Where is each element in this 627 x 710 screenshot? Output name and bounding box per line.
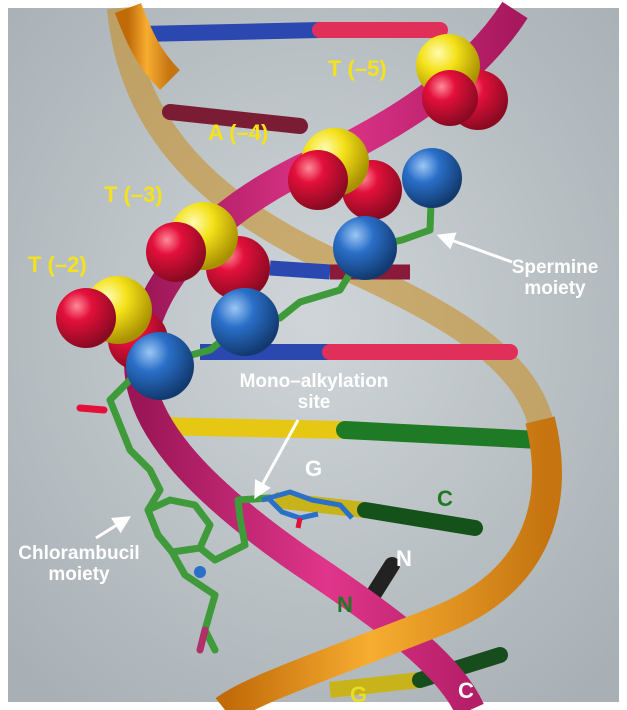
base-letter-g-bottom: G: [350, 684, 367, 706]
spermine-label: Spermine moiety: [505, 258, 605, 298]
base-letter-c-bottom: C: [458, 680, 474, 702]
base-letter-n-right: N: [396, 548, 412, 570]
mono-alkylation-label: Mono–alkylation site: [228, 372, 400, 412]
chlorambucil-nitrogen: [194, 566, 206, 578]
mono-alkylation-label-line2: site: [228, 393, 400, 412]
label-a-minus-4: A (–4): [208, 122, 268, 144]
chlorambucil-label: Chlorambucil moiety: [14, 544, 144, 584]
mono-alkylation-label-line1: Mono–alkylation: [228, 372, 400, 391]
label-t-minus-5: T (–5): [328, 58, 387, 80]
base-letter-n-left: N: [337, 594, 353, 616]
chlorambucil-label-line1: Chlorambucil: [14, 544, 144, 563]
chlorambucil-label-line2: moiety: [14, 565, 144, 584]
label-t-minus-3: T (–3): [104, 184, 163, 206]
base-letter-g-top: G: [305, 458, 322, 480]
spermine-label-line2: moiety: [505, 279, 605, 298]
base-letter-c-mid: C: [437, 488, 453, 510]
chlorine-stick: [200, 630, 205, 650]
label-t-minus-2: T (–2): [28, 254, 87, 276]
spermine-label-line1: Spermine: [505, 258, 605, 277]
